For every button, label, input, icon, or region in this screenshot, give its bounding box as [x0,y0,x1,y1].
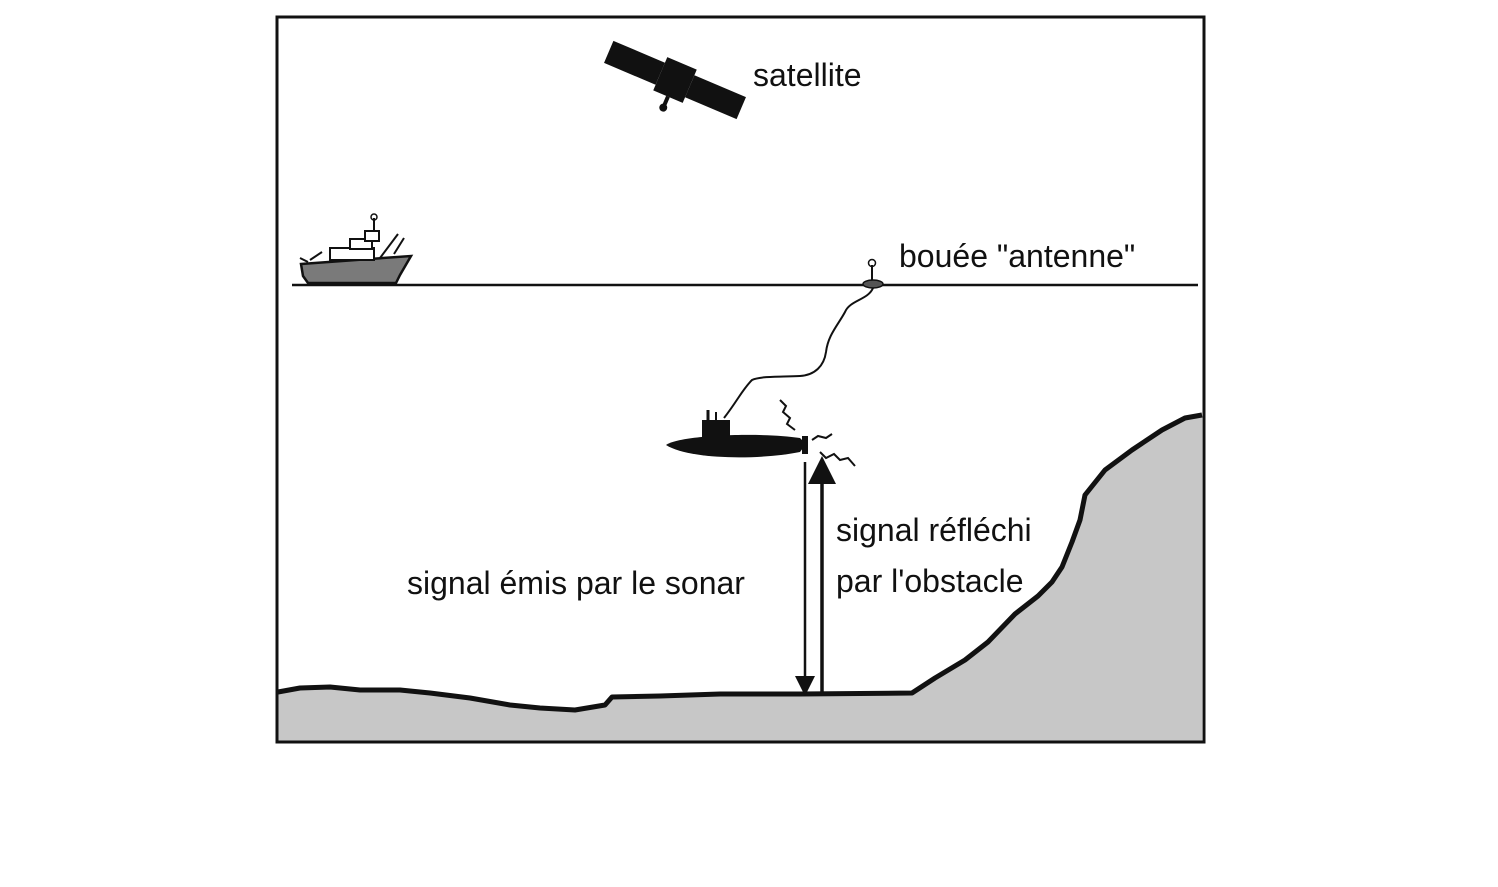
buoy-icon [862,258,884,289]
sonar-wave-icon [779,399,856,467]
satellite-label: satellite [753,57,862,93]
buoy-label: bouée "antenne" [899,238,1135,274]
seabed [278,415,1202,741]
satellite-icon [604,40,746,120]
ship-icon [299,213,414,285]
emitted-signal-label: signal émis par le sonar [407,565,745,601]
tether-cable [723,287,874,419]
reflected-signal-label-line2: par l'obstacle [836,563,1024,599]
diagram-frame [275,15,1206,744]
reflected-signal-label-line1: signal réfléchi [836,512,1032,548]
seabed-outline [277,412,1203,713]
submarine-icon [666,410,808,458]
